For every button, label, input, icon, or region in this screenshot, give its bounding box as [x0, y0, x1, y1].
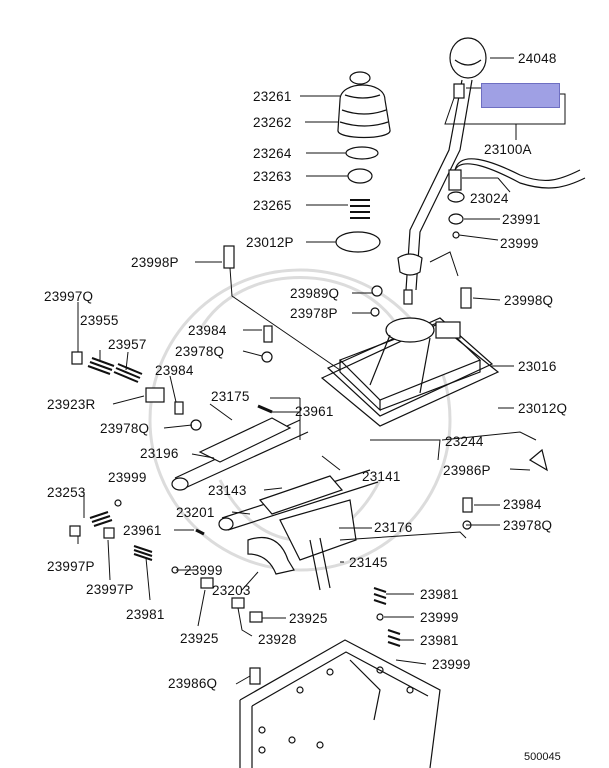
- part-label-23998Q[interactable]: 23998Q: [504, 293, 554, 308]
- part-label-23997P-a[interactable]: 23997P: [47, 559, 95, 574]
- shift-lever: [397, 37, 487, 305]
- leader-lines: [77, 57, 566, 685]
- part-label-23961-mid[interactable]: 23961: [123, 523, 162, 538]
- part-label-23999-top[interactable]: 23999: [500, 236, 539, 251]
- part-label-23961-top[interactable]: 23961: [295, 404, 334, 419]
- part-label-23984-mid[interactable]: 23984: [155, 363, 194, 378]
- watermark-logo: [148, 268, 452, 572]
- part-label-23989Q[interactable]: 23989Q: [290, 286, 340, 301]
- figure-number: 500045: [524, 751, 561, 763]
- part-label-23012Q[interactable]: 23012Q: [518, 401, 568, 416]
- shift-rails: [171, 417, 379, 591]
- part-label-23923R[interactable]: 23923R: [47, 397, 96, 412]
- part-label-23201[interactable]: 23201: [176, 505, 215, 520]
- part-label-24048[interactable]: 24048: [518, 51, 557, 66]
- part-label-23263[interactable]: 23263: [253, 169, 292, 184]
- part-label-23999-low[interactable]: 23999: [184, 563, 223, 578]
- part-label-23984-right[interactable]: 23984: [503, 497, 542, 512]
- part-label-23986P[interactable]: 23986P: [443, 463, 491, 478]
- part-label-23203[interactable]: 23203: [212, 583, 251, 598]
- part-label-23264[interactable]: 23264: [253, 146, 292, 161]
- highlighted-part-box: [481, 83, 560, 108]
- part-label-23244[interactable]: 23244: [445, 434, 484, 449]
- shift-housing: [320, 317, 500, 427]
- part-label-23997P-b[interactable]: 23997P: [86, 582, 134, 597]
- part-label-23016[interactable]: 23016: [518, 359, 557, 374]
- part-label-23925-right[interactable]: 23925: [289, 611, 328, 626]
- part-label-23176[interactable]: 23176: [374, 520, 413, 535]
- boot-stack: [335, 71, 391, 253]
- part-label-23978Q-mid[interactable]: 23978Q: [100, 421, 150, 436]
- part-label-23261[interactable]: 23261: [253, 89, 292, 104]
- part-label-23998P[interactable]: 23998P: [131, 255, 179, 270]
- part-label-23986Q[interactable]: 23986Q: [168, 676, 218, 691]
- part-label-23141[interactable]: 23141: [362, 469, 401, 484]
- detent-springs-left: [71, 351, 165, 403]
- part-label-23253[interactable]: 23253: [47, 485, 86, 500]
- part-label-23175[interactable]: 23175: [211, 389, 250, 404]
- part-label-23955[interactable]: 23955: [80, 313, 119, 328]
- part-label-23999-mid[interactable]: 23999: [108, 470, 147, 485]
- part-label-23981-a[interactable]: 23981: [420, 587, 459, 602]
- part-label-23981-left[interactable]: 23981: [126, 607, 165, 622]
- part-label-23265[interactable]: 23265: [253, 198, 292, 213]
- part-label-23981-b[interactable]: 23981: [420, 633, 459, 648]
- part-label-23997Q[interactable]: 23997Q: [44, 289, 94, 304]
- part-label-23012P[interactable]: 23012P: [246, 235, 294, 250]
- reverse-switch: [447, 158, 586, 239]
- part-label-23984-top[interactable]: 23984: [188, 323, 227, 338]
- part-label-23024[interactable]: 23024: [470, 191, 509, 206]
- transmission-case: [239, 639, 441, 768]
- part-label-23999-b[interactable]: 23999: [420, 610, 459, 625]
- part-label-23100A[interactable]: 23100A: [484, 142, 532, 157]
- part-label-23999-c[interactable]: 23999: [432, 657, 471, 672]
- part-label-23262[interactable]: 23262: [253, 115, 292, 130]
- part-label-23928[interactable]: 23928: [258, 632, 297, 647]
- part-label-23925-left[interactable]: 23925: [180, 631, 219, 646]
- part-label-23978Q-top[interactable]: 23978Q: [175, 344, 225, 359]
- part-label-23978Q-right[interactable]: 23978Q: [503, 518, 553, 533]
- part-label-23957[interactable]: 23957: [108, 337, 147, 352]
- part-label-23991[interactable]: 23991: [502, 212, 541, 227]
- part-label-23978P[interactable]: 23978P: [290, 306, 338, 321]
- part-label-23143[interactable]: 23143: [208, 483, 247, 498]
- part-label-23145[interactable]: 23145: [349, 555, 388, 570]
- part-label-23196[interactable]: 23196: [140, 446, 179, 461]
- lower-springs-pins: [69, 499, 401, 685]
